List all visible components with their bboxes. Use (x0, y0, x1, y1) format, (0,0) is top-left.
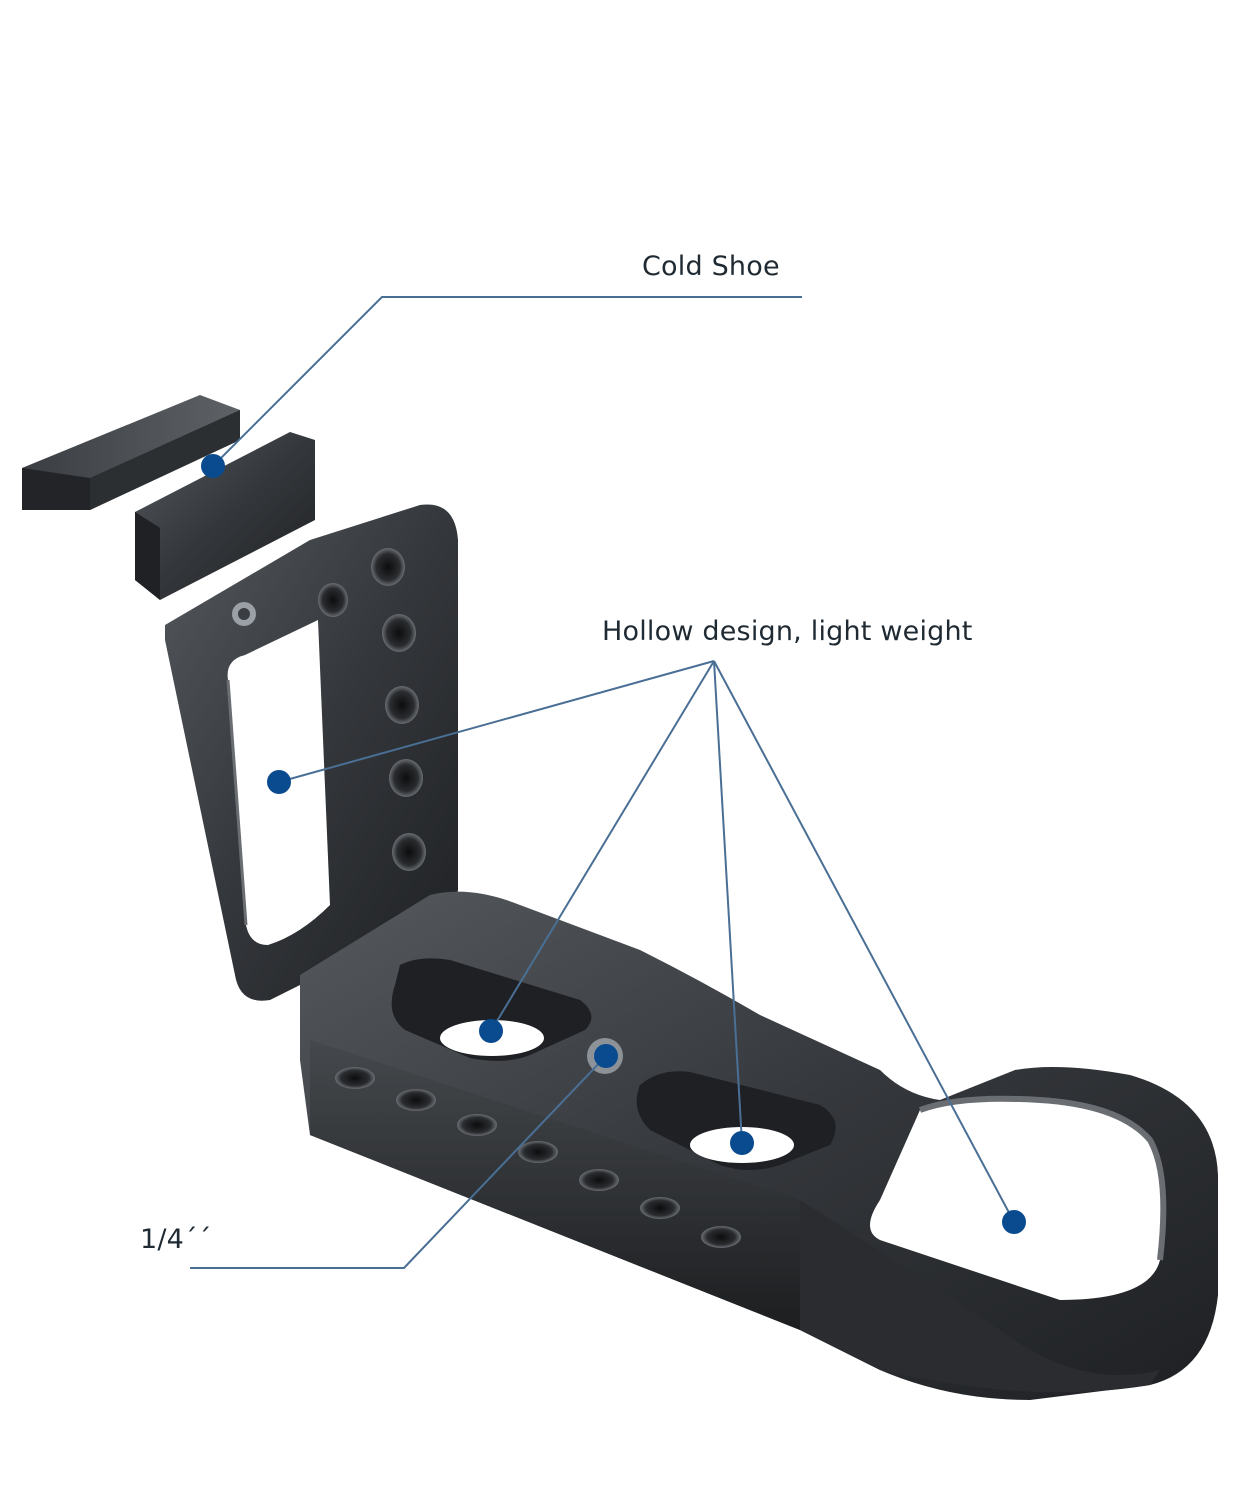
leader-line-cold-shoe (212, 296, 802, 467)
cold-shoe-part (22, 395, 315, 600)
leader-line-hollow-1 (278, 660, 715, 783)
marker-dot (479, 1019, 503, 1043)
vertical-arm (165, 504, 458, 1001)
leader-line-hollow-3 (713, 660, 743, 1144)
leader-line-hollow-4 (713, 660, 1015, 1223)
marker-dot (1002, 1210, 1026, 1234)
callout-cold-shoe: Cold Shoe (642, 251, 780, 282)
leader-lines (190, 296, 1015, 1269)
leader-line-hollow-2 (490, 660, 715, 1032)
marker-dot (594, 1044, 618, 1068)
marker-dot (730, 1131, 754, 1155)
leader-line-quarter-inch (190, 1055, 607, 1269)
marker-dot (267, 770, 291, 794)
marker-dot (201, 454, 225, 478)
base-plate (300, 891, 1218, 1400)
marker-dots (201, 454, 1026, 1234)
callout-hollow-design: Hollow design, light weight (602, 616, 973, 647)
callout-quarter-inch: 1/4´´ (140, 1224, 212, 1255)
